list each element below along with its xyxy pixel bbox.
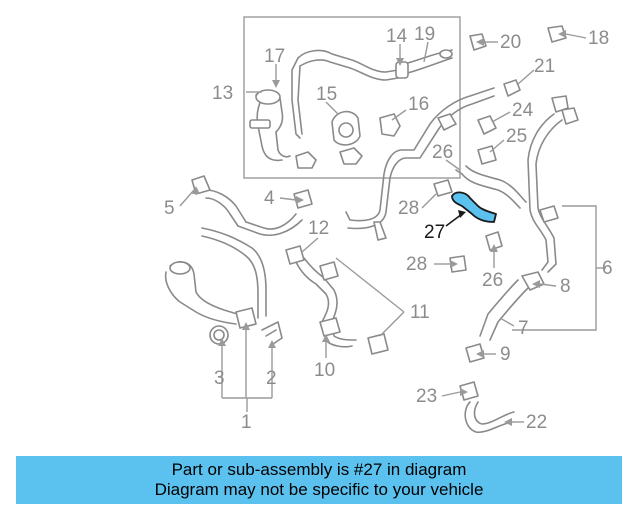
callout-21: 21 (534, 56, 555, 77)
callout-12: 12 (308, 218, 329, 239)
callout-26-top: 25 (506, 126, 527, 147)
part-10-hose (285, 245, 357, 348)
inset-box-13 (243, 16, 461, 179)
callout-20: 20 (500, 32, 521, 53)
part-27-hose-highlighted (451, 191, 497, 223)
banner-line-1: Part or sub-assembly is #27 in diagram (171, 460, 467, 479)
part-22-hose (459, 381, 515, 434)
callout-27: 27 (424, 222, 445, 243)
part-17-hose (249, 89, 291, 162)
callout-28-bottom: 28 (406, 254, 427, 275)
callout-8: 8 (560, 276, 571, 297)
left-main-hose (201, 227, 267, 319)
part-26-clamp-bottom (485, 231, 503, 251)
part-14-19-hose (291, 49, 453, 139)
callout-1: 1 (241, 412, 252, 433)
part-1-hose (164, 261, 257, 329)
part-2-clip (261, 321, 283, 347)
part-3-oring (209, 325, 229, 345)
callout-13: 13 (212, 83, 233, 104)
arrow-head-27 (458, 210, 466, 218)
callout-6: 6 (602, 258, 613, 279)
part-15-fitting (331, 110, 361, 146)
arrow-heads (192, 30, 566, 426)
callout-3: 3 (214, 368, 225, 389)
callout-2: 2 (266, 368, 277, 389)
callout-16: 16 (408, 94, 429, 115)
callout-23: 23 (416, 386, 437, 407)
callout-labels: 17 13 14 19 15 16 20 18 21 24 25 26 28 2… (164, 24, 613, 433)
part-6-pipe (527, 95, 579, 273)
callout-4: 4 (264, 188, 275, 209)
callout-28-top: 28 (398, 198, 419, 219)
callout-15: 15 (316, 84, 337, 105)
part-24-clamp (477, 115, 497, 135)
callout-19: 19 (414, 24, 435, 45)
callout-10: 10 (314, 360, 335, 381)
part-16-clamp (379, 113, 401, 137)
clamps-inset (295, 147, 363, 169)
callout-14: 14 (386, 26, 408, 47)
callout-25: 26 (432, 142, 453, 163)
banner-line-2: Diagram may not be specific to your vehi… (154, 480, 484, 499)
callout-11: 11 (410, 302, 430, 323)
callout-17: 17 (264, 46, 285, 67)
callout-18: 18 (588, 28, 609, 49)
callout-24: 24 (512, 100, 534, 121)
callout-5: 5 (164, 198, 175, 219)
part-25-hose (455, 165, 527, 209)
part-5-hose (191, 175, 247, 227)
leader-lines (179, 33, 606, 423)
part-11-clamp (367, 333, 389, 355)
callout-7: 7 (518, 318, 529, 339)
callout-26-bottom: 26 (482, 270, 503, 291)
callout-22: 22 (526, 412, 547, 433)
part-4-hose (237, 189, 313, 236)
part-21-pipe (345, 79, 521, 241)
callout-9: 9 (500, 344, 511, 365)
info-banner: Part or sub-assembly is #27 in diagram D… (16, 456, 622, 504)
part-28-clamp-top (433, 179, 453, 197)
